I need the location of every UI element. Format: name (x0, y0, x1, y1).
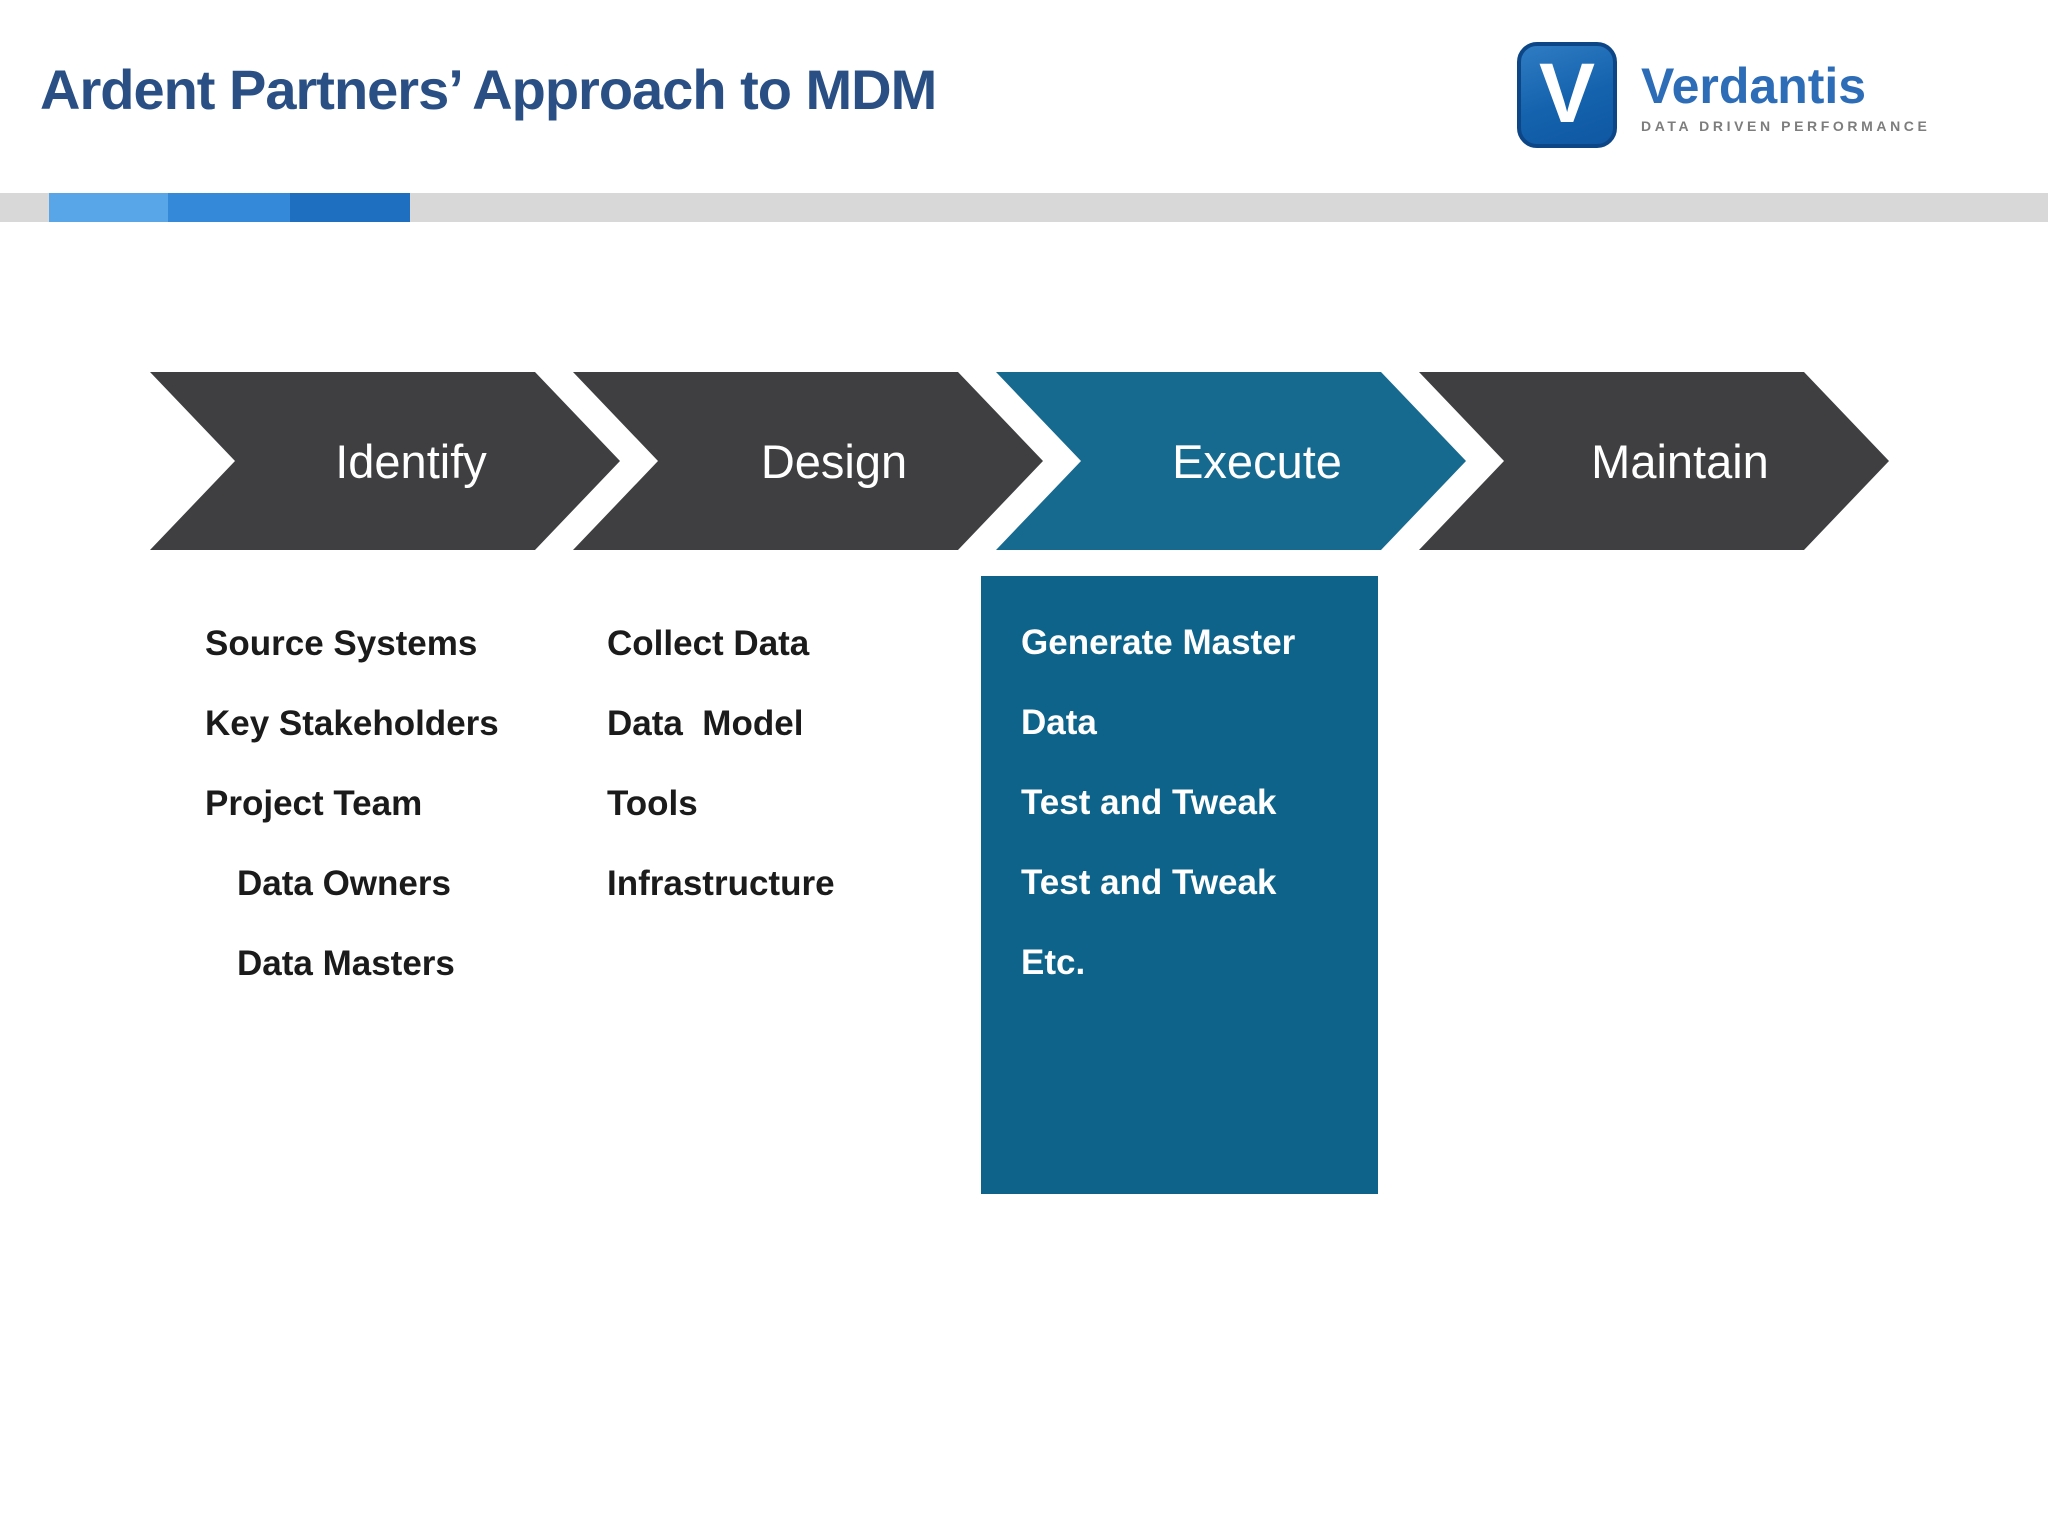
identify-detail-list: Source Systems Key Stakeholders Project … (205, 604, 499, 1004)
list-item: Tools (607, 784, 698, 823)
logo-tagline: DATA DRIVEN PERFORMANCE (1641, 118, 1931, 134)
process-step-design: Design (573, 372, 1043, 550)
panel-line: Generate Master (1021, 623, 1296, 662)
panel-line: Test and Tweak (1021, 783, 1277, 822)
process-step-label: Design (760, 434, 908, 488)
list-item: Collect Data (607, 624, 810, 663)
accent-segment-medium-blue (168, 193, 290, 222)
process-step-label: Identify (335, 434, 487, 488)
accent-segment-dark-blue (290, 193, 410, 222)
logo-brand-name: Verdantis (1641, 58, 1867, 114)
page-title: Ardent Partners’ Approach to MDM (40, 58, 937, 121)
process-step-label: Execute (1172, 434, 1342, 488)
execute-detail-panel: Generate Master Data Test and Tweak Test… (981, 576, 1378, 1194)
process-step-identify: Identify (150, 372, 620, 550)
design-detail-list: Collect Data Data Model Tools Infrastruc… (607, 604, 835, 924)
list-item: Project Team (205, 784, 423, 823)
accent-segment-light-blue (49, 193, 168, 222)
list-item: Source Systems (205, 624, 478, 663)
verdantis-logo-icon: V (1517, 42, 1617, 148)
list-item: Data Model (607, 704, 804, 743)
panel-line: Etc. (1021, 943, 1086, 982)
process-step-label: Maintain (1591, 434, 1769, 488)
panel-line: Data (1021, 703, 1097, 742)
list-item: Data Owners (237, 864, 451, 903)
list-item: Infrastructure (607, 864, 835, 903)
list-item: Data Masters (237, 944, 455, 983)
panel-line: Test and Tweak (1021, 863, 1277, 902)
logo-letter: V (1538, 46, 1596, 140)
verdantis-logo: V Verdantis DATA DRIVEN PERFORMANCE (1517, 42, 1930, 148)
logo-text-block: Verdantis DATA DRIVEN PERFORMANCE (1641, 42, 1930, 134)
process-step-maintain: Maintain (1419, 372, 1889, 550)
accent-divider-bar (0, 193, 2048, 222)
list-item: Key Stakeholders (205, 704, 499, 743)
process-step-execute: Execute (996, 372, 1466, 550)
